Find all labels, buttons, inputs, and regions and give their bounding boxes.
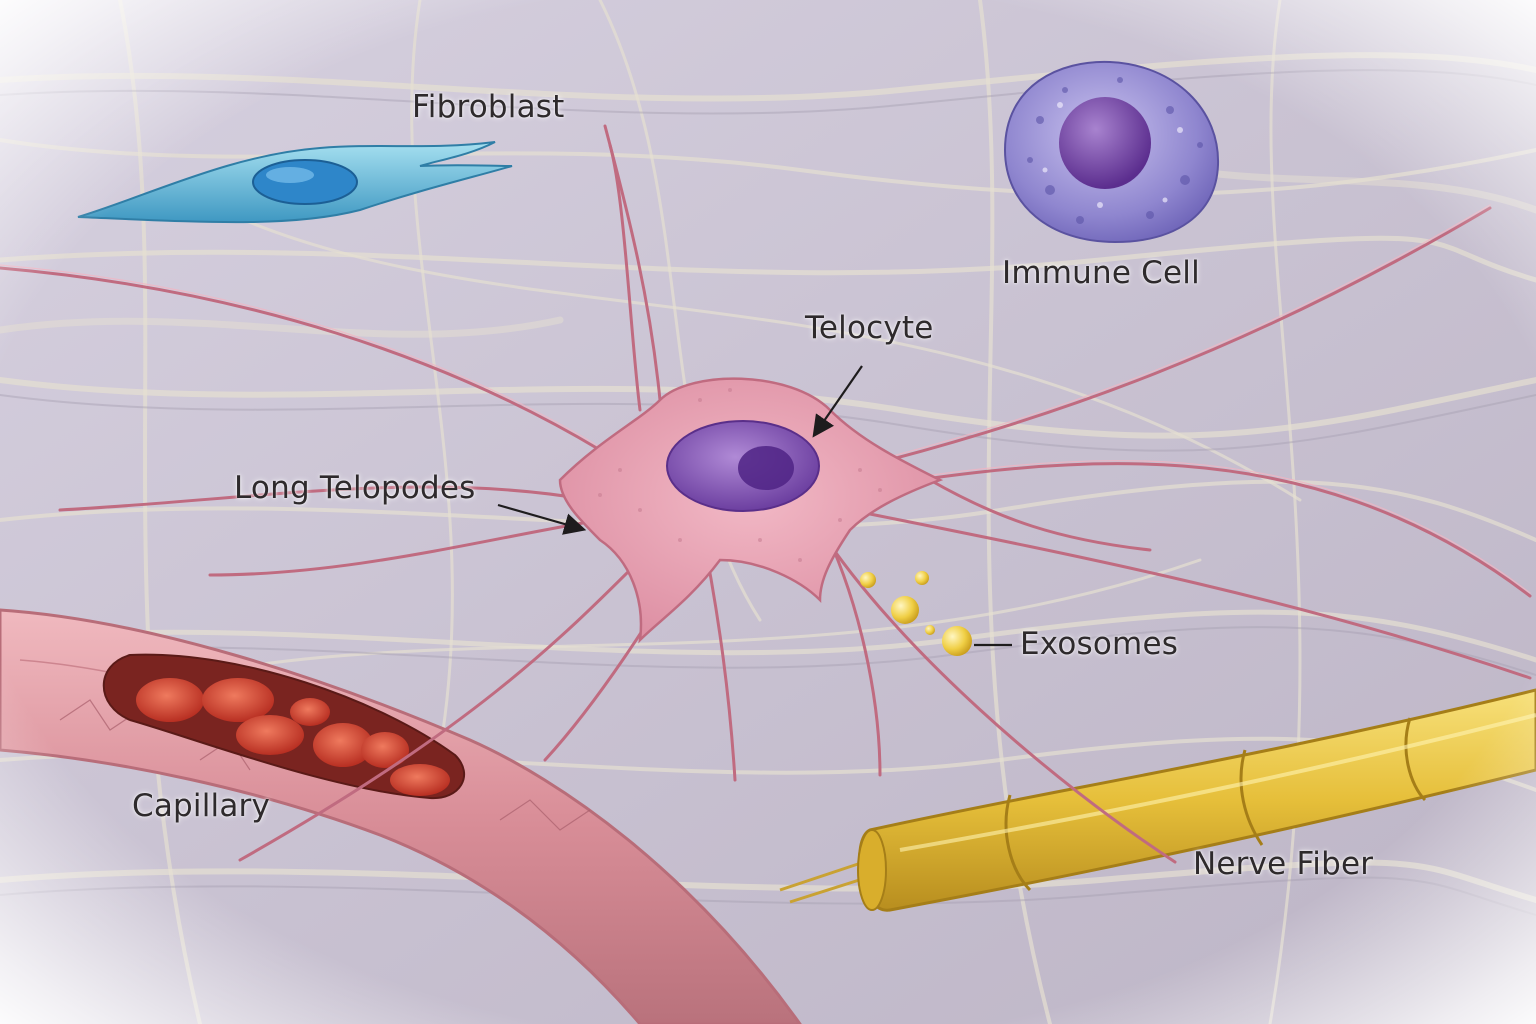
exosomes-label: Exosomes bbox=[1020, 626, 1179, 662]
long-telopodes-label: Long Telopodes bbox=[234, 470, 476, 506]
telocyte-label: Telocyte bbox=[805, 310, 934, 346]
capillary-label: Capillary bbox=[132, 788, 271, 824]
fibroblast-label: Fibroblast bbox=[412, 89, 565, 125]
nerve-fiber-label: Nerve Fiber bbox=[1193, 846, 1374, 882]
immune-cell-label: Immune Cell bbox=[1002, 255, 1200, 291]
